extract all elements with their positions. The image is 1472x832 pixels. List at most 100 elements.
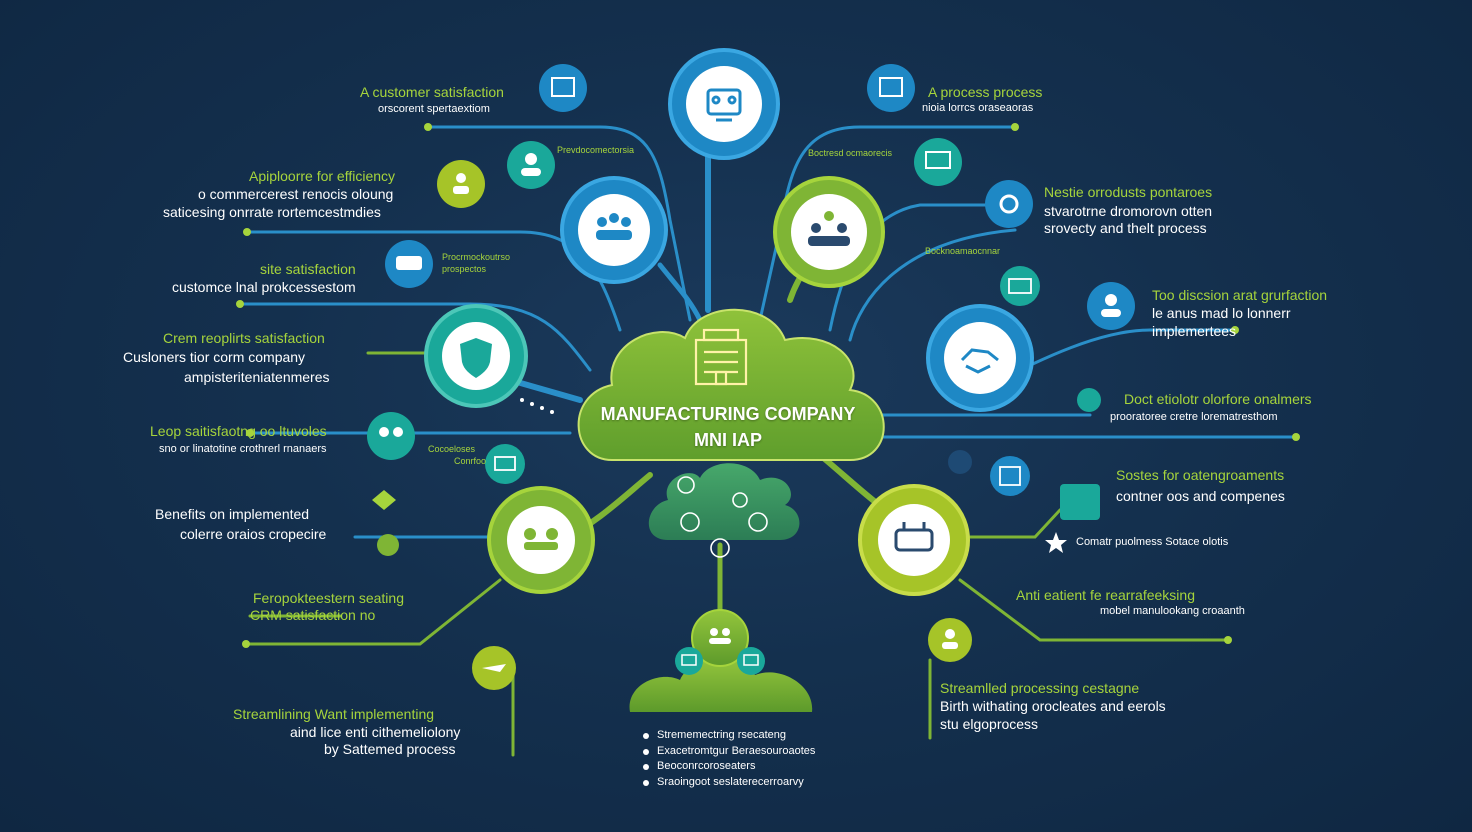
bullet-list: Strememectring rsecateng Exacetromtgur B… bbox=[643, 728, 815, 790]
label-title: Benefits on implemented bbox=[155, 506, 310, 522]
factory-building-icon bbox=[694, 328, 748, 386]
label-small: prospectos bbox=[442, 264, 487, 274]
label-title: Nestie orrodusts pontaroes bbox=[1044, 184, 1213, 200]
list-item: Beoconrcoroseaters bbox=[643, 759, 815, 775]
people-icon bbox=[367, 412, 415, 460]
label-title: Streamlining Want implementing bbox=[233, 706, 435, 722]
list-item: Strememectring rsecateng bbox=[643, 728, 815, 744]
connector-dot bbox=[1231, 326, 1239, 334]
bottom-node-small bbox=[675, 647, 703, 675]
label-sub: by Sattemed process bbox=[324, 741, 456, 757]
gears-people-icon bbox=[524, 528, 558, 550]
gear-icon bbox=[748, 512, 768, 532]
hub-node-6 bbox=[487, 486, 595, 594]
label-title: A process process bbox=[928, 84, 1043, 100]
gear-icon bbox=[677, 476, 695, 494]
label-sub: stu elgoprocess bbox=[940, 716, 1039, 732]
bottom-cloud-shape bbox=[629, 658, 813, 712]
label-title: Too discsion arat grurfaction bbox=[1152, 287, 1328, 303]
label-title: A customer satisfaction bbox=[360, 84, 504, 100]
connector-line bbox=[958, 578, 1230, 642]
card-icon bbox=[485, 444, 525, 484]
dashboard-icon bbox=[867, 64, 915, 112]
label-sub: stvarotrne dromorovn otten bbox=[1044, 203, 1213, 219]
collaboration-gears-icon bbox=[808, 211, 850, 246]
plant-icon bbox=[377, 534, 399, 556]
connector-dot bbox=[1292, 433, 1300, 441]
label-sub: implemertees bbox=[1152, 323, 1237, 339]
team-icon bbox=[709, 628, 731, 644]
label-small: Boctresd ocmaorecis bbox=[808, 148, 893, 158]
monitor-icon bbox=[914, 138, 962, 186]
label-title: site satisfaction bbox=[260, 261, 356, 277]
label-title: Doct etiolotr olorfore onalmers bbox=[1124, 391, 1312, 407]
connector-line bbox=[244, 578, 502, 646]
label-small: Procrmockoutrso bbox=[442, 252, 511, 262]
hub-node-7 bbox=[858, 484, 970, 596]
connector-line bbox=[428, 125, 692, 322]
label-sub: le anus mad lo lonnerr bbox=[1152, 305, 1291, 321]
label-sub: saticesing onrrate rortemcestmdies bbox=[163, 204, 381, 220]
sprout-icon bbox=[372, 490, 396, 510]
worker-icon bbox=[928, 618, 972, 662]
gear-icon bbox=[680, 512, 700, 532]
globe-icon bbox=[1077, 388, 1101, 412]
label-title: Sostes for oatengroaments bbox=[1116, 467, 1285, 483]
label-title: Leop saitisfaotng oo ltuvoles bbox=[150, 423, 327, 439]
label-title: Crem reoplirts satisfaction bbox=[163, 330, 325, 346]
label-sub: customce lnal prokcessestom bbox=[172, 279, 356, 295]
gear-icon bbox=[732, 492, 748, 508]
label-sub: Cusloners tior corm company bbox=[123, 349, 306, 365]
label-sub: CRM satisfaction no bbox=[250, 607, 376, 623]
monitor-icon bbox=[681, 654, 697, 666]
connector-dots bbox=[236, 123, 1300, 648]
connector-dot bbox=[236, 300, 244, 308]
hub-node-2 bbox=[560, 176, 668, 284]
person-icon bbox=[437, 160, 485, 208]
center-subtitle: MNI IAP bbox=[693, 430, 762, 450]
label-sub: Birth withating orocleates and eerols bbox=[940, 698, 1166, 714]
connector-dot bbox=[1011, 123, 1019, 131]
connector-dot bbox=[424, 123, 432, 131]
factory-machine-icon bbox=[894, 522, 934, 552]
robot-workstation-icon bbox=[706, 88, 742, 122]
label-sub: nioia lorrcs oraseaoras bbox=[922, 102, 1034, 114]
label-sub: sno or linatotine crothrerl rnanaers bbox=[159, 443, 327, 455]
label-small: Conrfoo bbox=[454, 456, 487, 466]
clipboard-icon bbox=[990, 456, 1030, 496]
label-small: Comatr puolmess Sotace olotis bbox=[1076, 536, 1229, 548]
connector-line bbox=[968, 508, 1062, 539]
label-sub: colerre oraios cropecire bbox=[180, 526, 327, 542]
label-title: Feropokteestern seating bbox=[253, 590, 404, 606]
report-icon bbox=[539, 64, 587, 112]
screen-icon bbox=[1000, 266, 1040, 306]
bottom-node-small bbox=[737, 647, 765, 675]
shield-check-icon bbox=[460, 338, 492, 378]
label-title: Anti eatient fe rearrafeeksing bbox=[1016, 587, 1195, 603]
label-title: Streamlled processing cestagne bbox=[940, 680, 1140, 696]
satellite-icons bbox=[367, 64, 1135, 690]
label-sub: contner oos and compenes bbox=[1116, 488, 1285, 504]
label-sub: prooratoree cretre lorematresthom bbox=[1110, 411, 1278, 423]
connector-line bbox=[657, 262, 703, 323]
label-small: Cocoeloses bbox=[428, 444, 476, 454]
connector-line bbox=[848, 228, 1017, 342]
label-sub: orscorent spertaextiom bbox=[378, 103, 490, 115]
list-item: Exacetromtgur Beraesouroaotes bbox=[643, 744, 815, 760]
gear-icon bbox=[710, 538, 730, 558]
connector-dot bbox=[242, 640, 250, 648]
lower-cloud-icons bbox=[677, 476, 768, 558]
globe-icon bbox=[948, 450, 972, 474]
connector-dot bbox=[243, 228, 251, 236]
label-sub: o commercerest renocis oloung bbox=[198, 186, 394, 202]
hub-node-5 bbox=[926, 304, 1034, 412]
label-small: Prevdocomectorsia bbox=[557, 145, 635, 155]
label-small: Bocknoamaocnnar bbox=[925, 246, 1001, 256]
gear-icon bbox=[985, 180, 1033, 228]
team-icon bbox=[596, 213, 632, 240]
connector-line bbox=[507, 377, 583, 403]
star-icon bbox=[1045, 532, 1067, 553]
bottom-cloud bbox=[629, 609, 813, 712]
center-title: MANUFACTURING COMPANY bbox=[600, 404, 856, 424]
